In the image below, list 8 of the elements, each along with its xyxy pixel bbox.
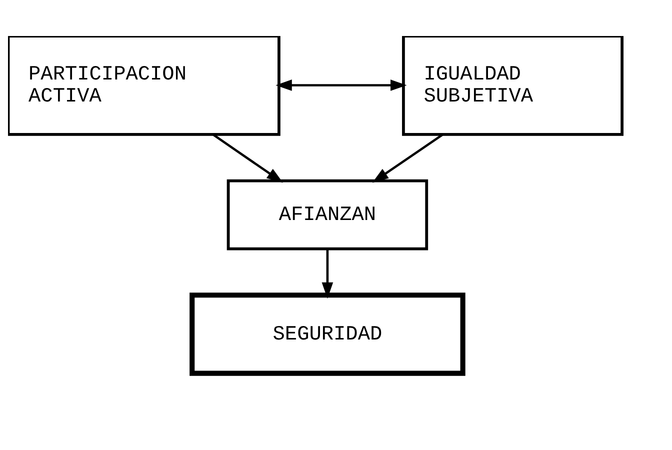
arrow <box>212 133 284 182</box>
arrow <box>322 248 334 298</box>
node-box: AFIANZAN <box>226 178 428 250</box>
node-box: IGUALDAD SUBJETIVA <box>402 36 624 136</box>
node-box: SEGURIDAD <box>190 292 466 376</box>
arrow <box>276 79 407 90</box>
node-box: PARTICIPACION ACTIVA <box>8 36 280 136</box>
arrow <box>372 133 444 182</box>
